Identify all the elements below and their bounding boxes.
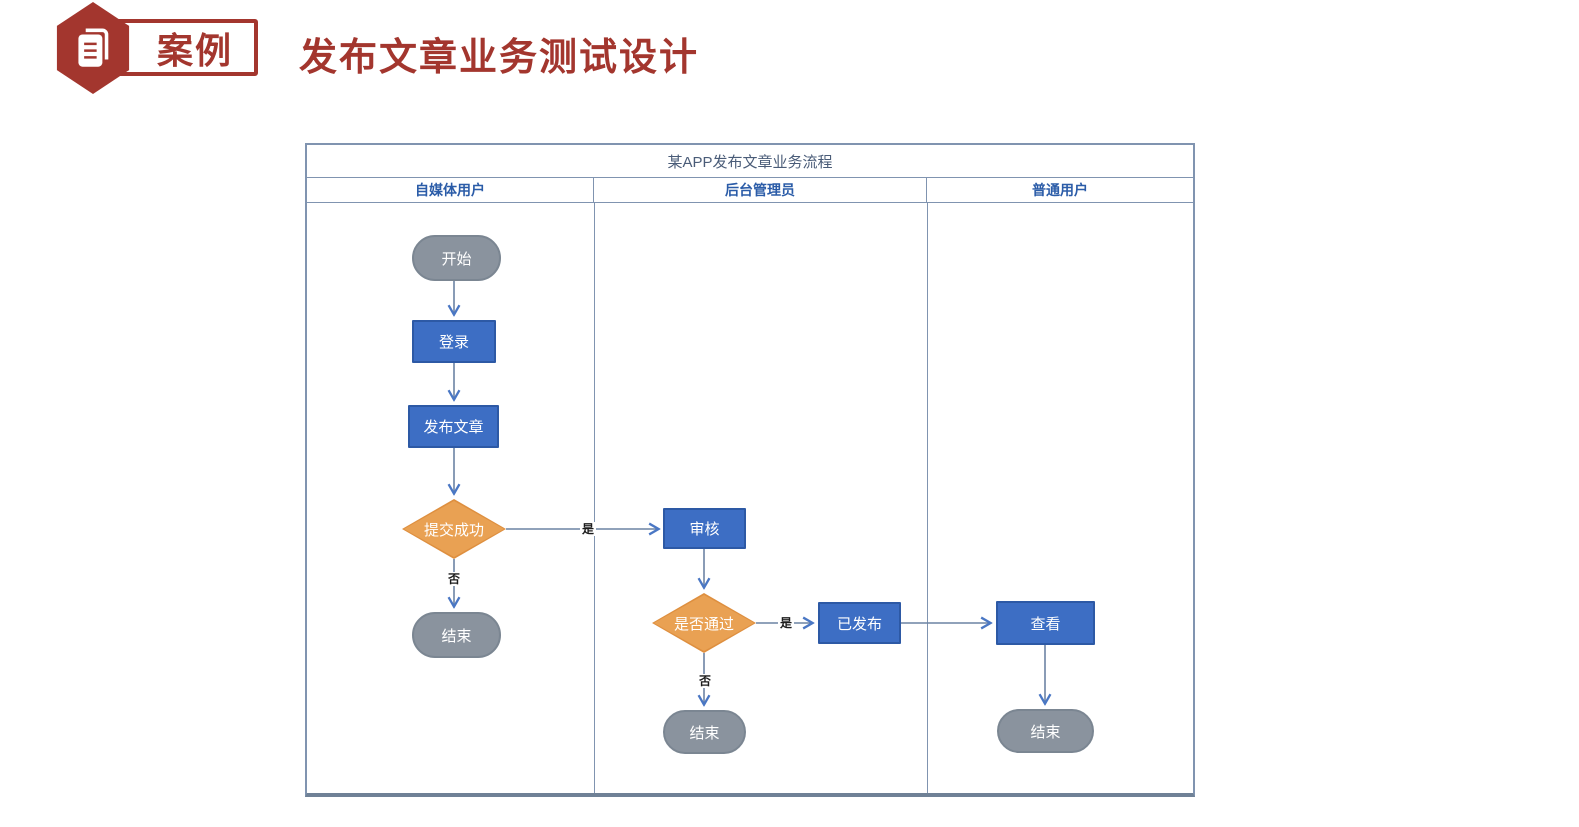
node-start: 开始: [412, 235, 501, 281]
edge-label-no-submit: 否: [445, 572, 463, 586]
edge-label-yes-submit: 是: [579, 522, 597, 536]
node-submit-success-label: 提交成功: [423, 521, 484, 539]
node-publish-article: 发布文章: [408, 405, 499, 448]
node-end-admin: 结束: [663, 710, 746, 754]
document-icon: [78, 28, 109, 67]
flowchart: 某APP发布文章业务流程 自媒体用户 后台管理员 普通用户: [305, 143, 1195, 797]
case-badge-label: 案例: [156, 29, 233, 71]
node-view-label: 查看: [1030, 615, 1061, 633]
lane-header-normal-user: 普通用户: [1032, 182, 1088, 198]
node-login-label: 登录: [438, 334, 469, 351]
lane-header-backend-admin: 后台管理员: [594, 178, 927, 202]
node-end-self-media: 结束: [412, 612, 501, 658]
lane-header-self-media-user: 自媒体用户: [307, 178, 594, 202]
node-end-user: 结束: [997, 709, 1094, 753]
lane-divider-1: [594, 203, 595, 793]
case-badge-hexagon: [56, 2, 130, 94]
node-end-self-media-label: 结束: [441, 627, 472, 645]
flowchart-title: 某APP发布文章业务流程: [307, 145, 1193, 178]
node-publish-article-label: 发布文章: [423, 419, 484, 436]
lane-header-row: 自媒体用户 后台管理员 普通用户: [307, 178, 1193, 203]
node-start-label: 开始: [441, 250, 472, 268]
lane-divider-2: [927, 203, 928, 793]
node-published: 已发布: [818, 602, 901, 644]
node-pass-check-label: 是否通过: [673, 615, 734, 633]
node-review-label: 审核: [689, 521, 720, 538]
node-end-user-label: 结束: [1030, 723, 1061, 741]
node-view: 查看: [996, 601, 1095, 645]
flow-arrows: [307, 280, 1197, 799]
node-published-label: 已发布: [836, 615, 882, 633]
node-login: 登录: [412, 320, 496, 363]
edge-label-yes-pass: 是: [777, 616, 795, 630]
edge-label-no-pass: 否: [696, 674, 714, 688]
header: 案例 发布文章业务测试设计: [0, 0, 1579, 110]
node-review: 审核: [663, 508, 746, 549]
node-end-admin-label: 结束: [689, 724, 720, 742]
case-badge: 案例: [110, 19, 258, 76]
page-title: 发布文章业务测试设计: [299, 37, 700, 79]
